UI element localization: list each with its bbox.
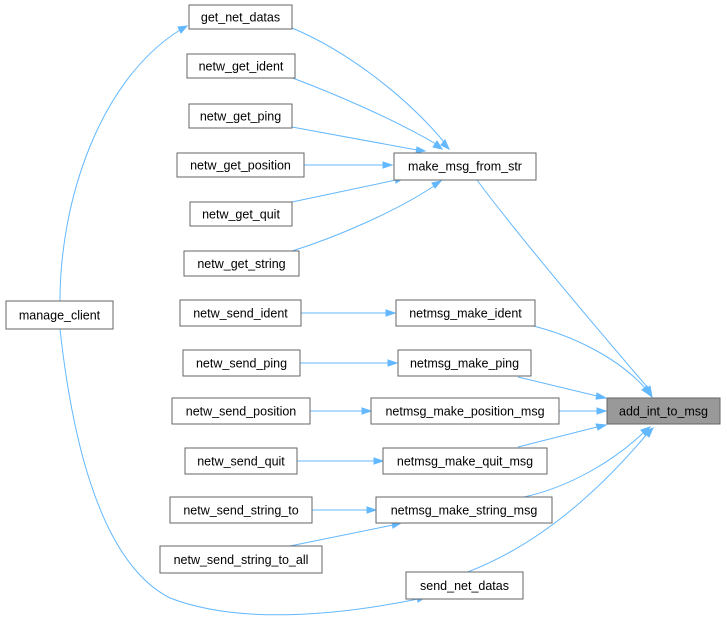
node-netw_send_ident[interactable]: netw_send_ident bbox=[179, 299, 302, 327]
node-label: netw_get_quit bbox=[202, 208, 280, 222]
node-label: send_net_datas bbox=[420, 579, 509, 593]
edge-netw_send_string_to_all-to-netmsg_make_string_msg bbox=[289, 521, 403, 547]
edge-netmsg_make_ping-to-add_int_to_msg bbox=[517, 376, 608, 400]
edge-netw_send_position-to-netmsg_make_position_msg bbox=[310, 407, 373, 415]
node-netw_send_quit[interactable]: netw_send_quit bbox=[184, 447, 298, 475]
node-add_int_to_msg-root[interactable]: add_int_to_msg bbox=[606, 397, 721, 425]
node-netw_get_string[interactable]: netw_get_string bbox=[183, 250, 300, 277]
edge-netw_get_position-to-make_msg_from_str bbox=[304, 161, 394, 169]
node-label: manage_client bbox=[19, 309, 101, 323]
node-label: add_int_to_msg bbox=[619, 405, 708, 419]
node-label: netmsg_make_ping bbox=[410, 357, 519, 371]
node-label: netw_send_ping bbox=[196, 357, 287, 371]
edge-netw_get_ping-to-make_msg_from_str bbox=[291, 126, 427, 154]
node-label: netw_send_position bbox=[186, 405, 297, 419]
node-get_net_datas[interactable]: get_net_datas bbox=[188, 4, 293, 30]
node-netmsg_make_string_msg[interactable]: netmsg_make_string_msg bbox=[375, 496, 553, 524]
node-label: netmsg_make_string_msg bbox=[391, 504, 538, 518]
node-label: netw_get_ping bbox=[200, 110, 281, 124]
node-netw_send_position[interactable]: netw_send_position bbox=[171, 397, 311, 425]
node-label: netw_send_string_to bbox=[183, 504, 298, 518]
node-label: make_msg_from_str bbox=[408, 160, 522, 174]
node-label: netw_get_string bbox=[197, 257, 285, 271]
edge-netw_send_string_to-to-netmsg_make_string_msg bbox=[312, 506, 378, 514]
edge-netmsg_make_quit_msg-to-add_int_to_msg bbox=[517, 423, 608, 448]
edge-get_net_datas-to-make_msg_from_str bbox=[291, 27, 451, 151]
edge-netw_get_quit-to-make_msg_from_str bbox=[291, 176, 406, 203]
node-label: netw_get_ident bbox=[199, 60, 284, 74]
node-netmsg_make_position_msg[interactable]: netmsg_make_position_msg bbox=[370, 397, 560, 425]
edge-send_net_datas-to-add_int_to_msg bbox=[464, 427, 654, 574]
node-label: netmsg_make_ident bbox=[409, 307, 522, 321]
node-label: netw_send_quit bbox=[197, 455, 285, 469]
node-label: netw_send_string_to_all bbox=[174, 553, 309, 567]
edge-netw_get_ident-to-make_msg_from_str bbox=[289, 76, 444, 150]
node-label: get_net_datas bbox=[201, 11, 280, 25]
edge-netw_send_ident-to-netmsg_make_ident bbox=[301, 309, 397, 317]
edge-manage_client-to-get_net_datas bbox=[59, 25, 189, 302]
node-netw_get_ident[interactable]: netw_get_ident bbox=[186, 53, 296, 79]
node-netw_get_ping[interactable]: netw_get_ping bbox=[188, 103, 293, 129]
edge-netmsg_make_ident-to-add_int_to_msg bbox=[524, 323, 651, 397]
node-label: netmsg_make_quit_msg bbox=[397, 455, 533, 469]
node-label: netw_send_ident bbox=[193, 307, 288, 321]
nodes-layer: get_net_datas netw_get_ident netw_get_pi… bbox=[5, 4, 721, 600]
node-netw_send_ping[interactable]: netw_send_ping bbox=[182, 349, 301, 377]
node-netmsg_make_quit_msg[interactable]: netmsg_make_quit_msg bbox=[382, 447, 548, 475]
node-manage_client[interactable]: manage_client bbox=[5, 300, 114, 330]
edges-layer bbox=[59, 25, 654, 616]
node-netw_get_position[interactable]: netw_get_position bbox=[176, 152, 305, 178]
edge-netw_send_ping-to-netmsg_make_ping bbox=[300, 359, 399, 367]
node-send_net_datas[interactable]: send_net_datas bbox=[405, 571, 524, 600]
node-make_msg_from_str[interactable]: make_msg_from_str bbox=[393, 152, 537, 181]
node-netmsg_make_ident[interactable]: netmsg_make_ident bbox=[395, 299, 536, 327]
edge-netmsg_make_position_msg-to-add_int_to_msg bbox=[559, 407, 608, 415]
node-label: netw_get_position bbox=[190, 159, 291, 173]
node-netw_send_string_to[interactable]: netw_send_string_to bbox=[169, 496, 313, 524]
node-label: netmsg_make_position_msg bbox=[385, 405, 544, 419]
edge-netw_get_string-to-make_msg_from_str bbox=[291, 180, 443, 252]
node-netw_get_quit[interactable]: netw_get_quit bbox=[189, 201, 293, 227]
edge-netw_send_quit-to-netmsg_make_quit_msg bbox=[297, 457, 385, 465]
node-netw_send_string_to_all[interactable]: netw_send_string_to_all bbox=[159, 545, 323, 574]
node-netmsg_make_ping[interactable]: netmsg_make_ping bbox=[397, 349, 532, 377]
